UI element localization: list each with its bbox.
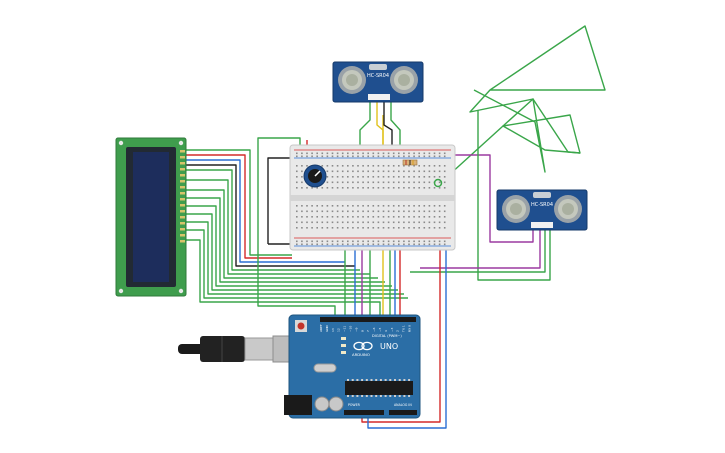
digital-pin-10: ~5 — [378, 327, 382, 332]
ultrasonic-sensor-top[interactable]: HC-SR04 — [332, 61, 424, 103]
wire-pot-black — [267, 157, 300, 244]
usb-cable — [178, 335, 308, 363]
model-label: UNO — [380, 342, 398, 351]
wire-lcd-1 — [185, 149, 292, 256]
wire-junction — [433, 178, 443, 188]
wire-green-star-2 — [473, 89, 581, 173]
digital-pin-9: ~6 — [372, 327, 376, 332]
analog-header[interactable] — [389, 410, 417, 415]
wire-bottom-blue — [367, 246, 447, 429]
wire-sensor-top-3 — [383, 100, 393, 150]
breadboard — [289, 144, 456, 251]
digital-pin-0: AREF — [319, 324, 323, 332]
sensor-right-label: HC-SR04 — [531, 202, 553, 208]
wire-lcd-11 — [185, 221, 404, 295]
wire-sensor-right-3 — [420, 228, 541, 269]
wire-lcd-8 — [185, 197, 385, 283]
resistor[interactable] — [402, 159, 418, 166]
lcd-screen — [133, 152, 169, 282]
microcontroller-chip — [345, 381, 413, 395]
wire-sensor-top-2 — [376, 100, 384, 150]
wire-sensor-right-4 — [410, 228, 546, 273]
wire-lcd-2 — [185, 154, 292, 259]
digital-pin-12: ~3 — [390, 327, 394, 332]
wire-sensor-top-1 — [359, 100, 371, 150]
wire-lcd-6 — [185, 179, 370, 275]
power-header[interactable] — [344, 410, 384, 415]
digital-pin-11: 4 — [384, 330, 388, 332]
lcd-pins — [180, 150, 185, 243]
digital-pin-14: TX 1 — [402, 325, 406, 333]
digital-pin-6: ~9 — [354, 327, 358, 332]
wire-lcd-13 — [185, 239, 381, 318]
analog-label: ANALOG IN — [394, 403, 412, 407]
wire-bottom-green — [257, 300, 336, 318]
wire-green-star — [437, 25, 606, 186]
brand-label: ARDUINO — [352, 352, 370, 357]
ultrasonic-sensor-right[interactable]: HC-SR04 — [496, 189, 588, 231]
digital-label: DIGITAL (PWM~) — [372, 334, 402, 338]
digital-pin-4: ~11 — [343, 326, 347, 332]
digital-pin-8: 7 — [366, 330, 370, 332]
lcd-display[interactable] — [115, 137, 187, 297]
digital-pin-15: RX 0 — [408, 325, 412, 332]
wire-lcd-10 — [185, 213, 398, 291]
digital-pin-7: 8 — [360, 330, 364, 332]
arduino-logo — [353, 341, 373, 351]
power-label: POWER — [348, 403, 361, 407]
wire-lcd-7 — [185, 189, 378, 279]
wire-lcd-5 — [185, 169, 360, 271]
wire-sensor-right-2 — [477, 110, 551, 281]
wire-lcd-3 — [185, 159, 345, 263]
wire-lcd-9 — [185, 205, 392, 287]
digital-pin-1: GND — [325, 324, 329, 332]
digital-header[interactable] — [320, 317, 416, 322]
wire-lcd-4 — [185, 164, 355, 267]
digital-pin-5: ~10 — [349, 326, 353, 332]
digital-pin-13: 2 — [396, 330, 400, 332]
digital-pin-2: 13 — [331, 328, 335, 332]
potentiometer[interactable] — [303, 164, 327, 188]
digital-pin-3: 12 — [337, 328, 341, 332]
sensor-top-label: HC-SR04 — [367, 73, 389, 79]
wire-sensor-top-4 — [390, 100, 401, 150]
wire-lcd-12 — [185, 229, 408, 299]
